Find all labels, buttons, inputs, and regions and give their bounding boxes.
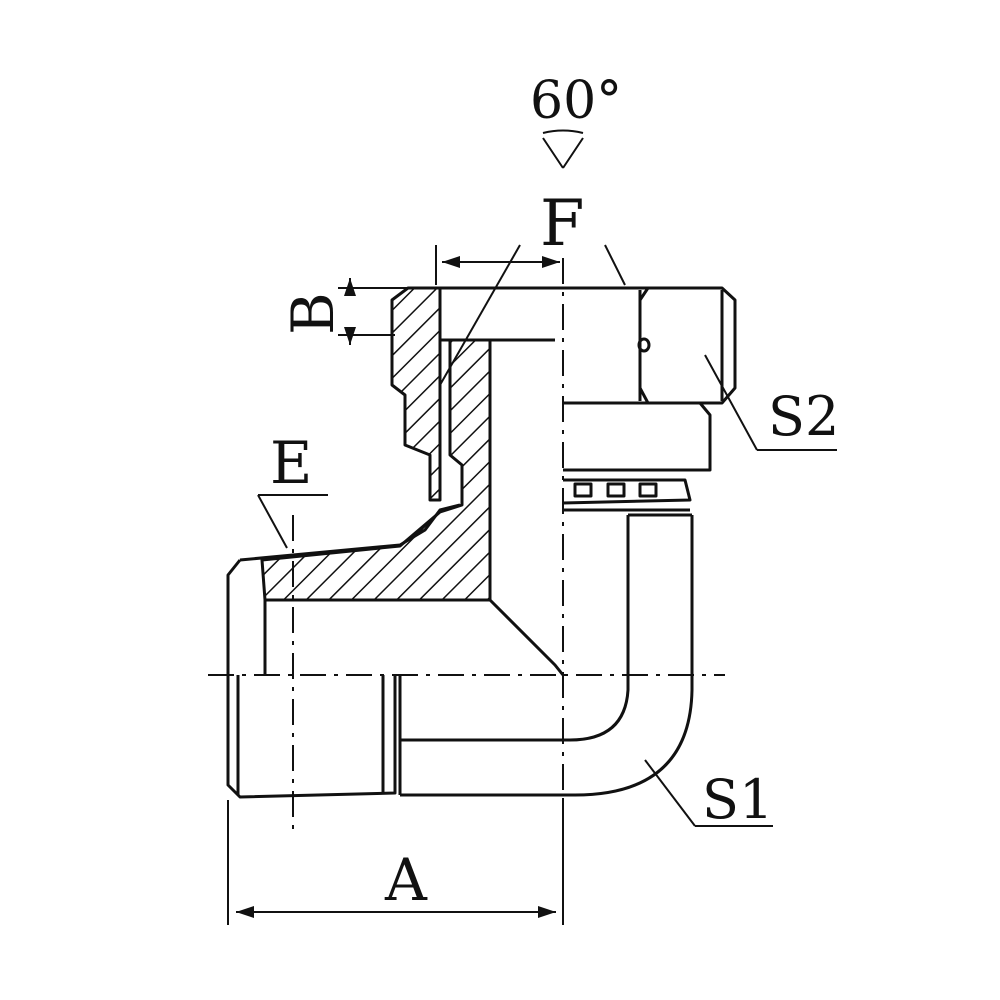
hex-nut-s2 <box>563 286 737 472</box>
angle-label: 60° <box>530 71 622 131</box>
angle-indicator <box>542 129 584 169</box>
label-s1: S1 <box>702 768 773 831</box>
dimension-b <box>338 278 408 345</box>
leader-e <box>257 494 328 549</box>
label-b: B <box>279 292 347 335</box>
thread-ridges <box>562 478 692 512</box>
label-e: E <box>270 429 312 497</box>
dimension-a <box>227 800 564 925</box>
dimension-f <box>435 244 626 386</box>
leader-s1 <box>644 759 773 827</box>
swivel-nut-section <box>390 286 563 502</box>
label-f: F <box>540 187 584 261</box>
leader-s2 <box>704 354 837 451</box>
label-s2: S2 <box>768 385 839 448</box>
label-a: A <box>384 846 428 914</box>
bent-tube-s1 <box>398 513 694 797</box>
body-section <box>260 338 565 676</box>
